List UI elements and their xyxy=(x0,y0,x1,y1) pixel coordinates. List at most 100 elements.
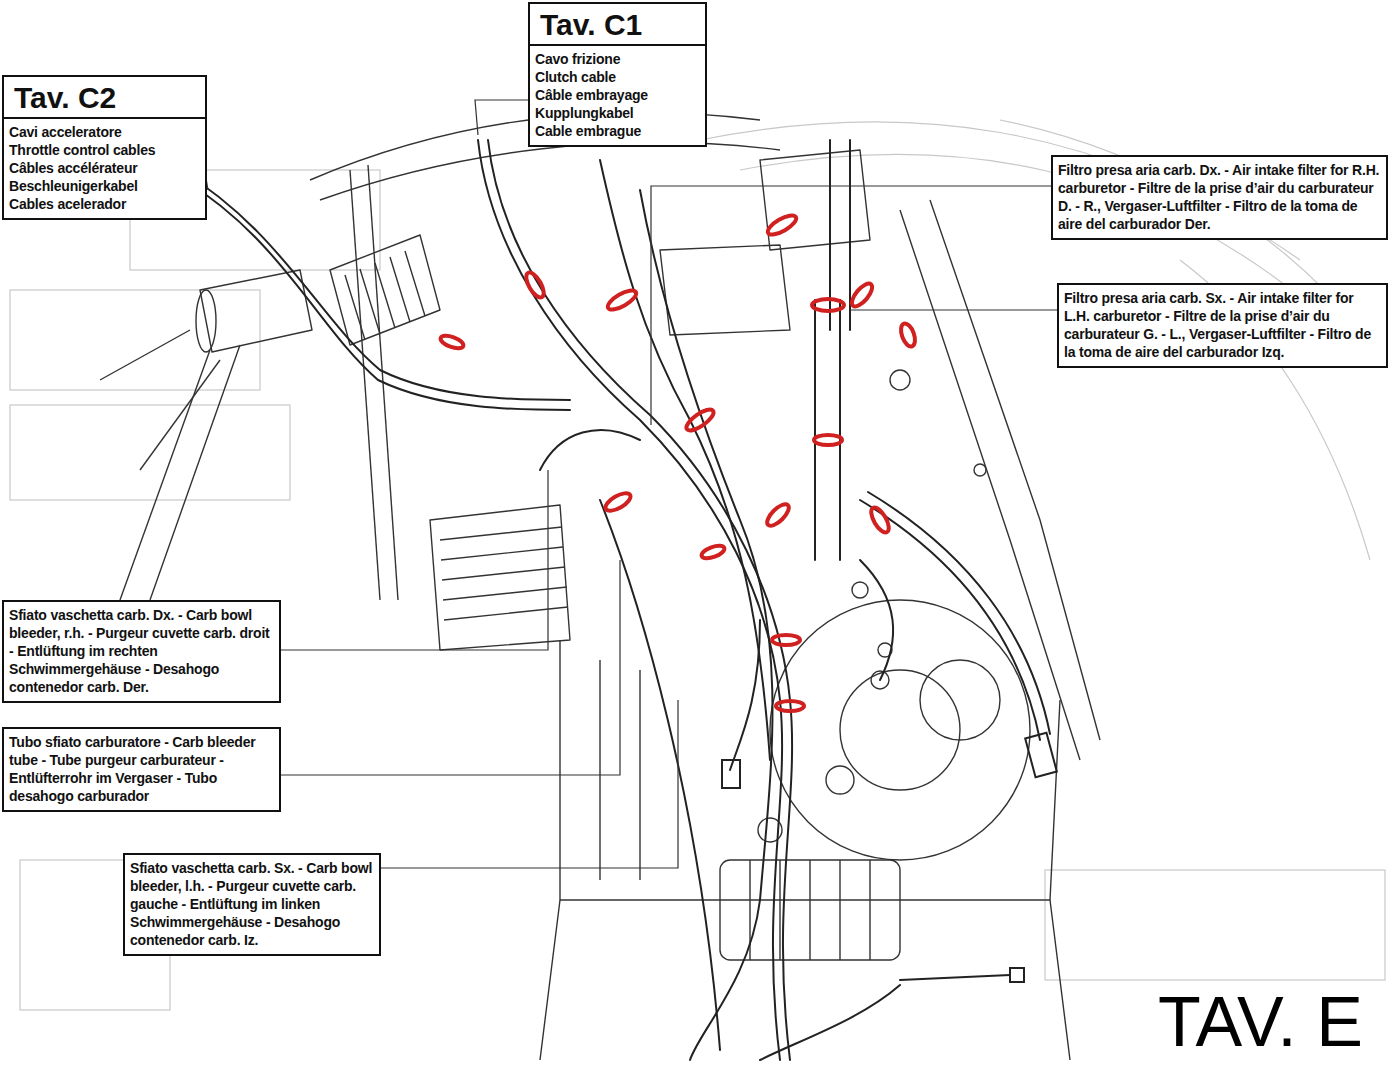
drawing-stroke xyxy=(900,975,1010,980)
drawing-stroke xyxy=(440,527,568,620)
callout-body: Tubo sfiato carburatore - Carb bleeder t… xyxy=(2,727,281,812)
callout-body: Cavo frizioneClutch cableCâble embrayage… xyxy=(528,44,707,147)
drawing-stroke xyxy=(1025,733,1057,777)
callout-text: Sfiato vaschetta carb. Dx. - Carb bowl b… xyxy=(9,606,273,696)
drawing-stroke xyxy=(370,700,678,868)
drawing-stroke xyxy=(852,582,868,598)
drawing-stroke xyxy=(10,405,290,500)
drawing-stroke xyxy=(603,490,633,514)
callout-text: Câbles accélérateur xyxy=(9,159,199,177)
drawing-stroke xyxy=(600,160,770,760)
drawing-stroke xyxy=(140,360,220,470)
drawing-stroke xyxy=(772,635,800,645)
drawing-stroke xyxy=(270,470,548,650)
drawing-stroke xyxy=(812,299,844,311)
drawing-stroke xyxy=(651,186,1060,425)
callout-body: Sfiato vaschetta carb. Sx. - Carb bowl b… xyxy=(123,853,381,956)
drawing-stroke xyxy=(660,245,790,335)
drawing-stroke xyxy=(430,505,570,650)
drawing-stroke xyxy=(898,322,917,349)
drawing-stroke xyxy=(815,300,840,560)
drawing-stroke xyxy=(868,492,1050,734)
callout-text: Beschleunigerkabel xyxy=(9,177,199,195)
drawing-stroke xyxy=(826,766,854,794)
drawing-stroke xyxy=(1010,968,1024,982)
drawing-stroke xyxy=(180,170,570,400)
drawing-stroke xyxy=(683,406,716,434)
drawing-stroke xyxy=(760,985,900,1060)
drawing-stroke xyxy=(722,760,740,788)
drawing-stroke xyxy=(270,560,620,775)
callout-box: Tav. C2Cavi acceleratoreThrottle control… xyxy=(2,75,207,220)
drawing-stroke xyxy=(850,309,1066,310)
drawing-stroke xyxy=(860,560,893,680)
drawing-stroke xyxy=(920,660,1000,740)
callout-text: Filtro presa aria carb. Sx. - Air intake… xyxy=(1064,289,1380,361)
drawing-stroke xyxy=(540,900,1070,1060)
drawing-stroke xyxy=(764,501,792,529)
drawing-stroke xyxy=(605,287,639,313)
drawing-stroke xyxy=(860,500,1040,740)
drawing-stroke xyxy=(1045,870,1385,980)
callout-box: Sfiato vaschetta carb. Dx. - Carb bowl b… xyxy=(2,600,281,703)
sheet-heading: Tav. C1 xyxy=(528,2,707,44)
drawing-stroke xyxy=(320,142,780,200)
sheet-label: TAV. E xyxy=(1158,982,1363,1062)
callout-body: Filtro presa aria carb. Dx. - Air intake… xyxy=(1051,155,1388,240)
callout-body: Cavi acceleratoreThrottle control cables… xyxy=(2,117,207,220)
drawing-stroke xyxy=(848,280,875,309)
drawing-stroke xyxy=(120,350,210,600)
drawing-stroke xyxy=(488,140,792,1060)
drawing-stroke xyxy=(150,345,240,600)
drawing-stroke xyxy=(900,210,1080,760)
drawing-stroke xyxy=(730,620,760,770)
engine-frame xyxy=(100,113,1100,1061)
drawing-stroke xyxy=(523,270,547,300)
drawing-stroke xyxy=(330,235,440,345)
background-frame xyxy=(10,120,1385,1010)
drawing-stroke xyxy=(196,290,216,352)
drawing-stroke xyxy=(974,464,986,476)
callout-text: Filtro presa aria carb. Dx. - Air intake… xyxy=(1058,161,1380,233)
callout-text: Sfiato vaschetta carb. Sx. - Carb bowl b… xyxy=(130,859,373,949)
cable-clips xyxy=(439,212,918,711)
drawing-stroke xyxy=(930,200,1100,740)
callout-text: Throttle control cables xyxy=(9,141,199,159)
leader-lines xyxy=(170,100,1066,868)
callout-body: Sfiato vaschetta carb. Dx. - Carb bowl b… xyxy=(2,600,281,703)
drawing-stroke xyxy=(750,860,870,960)
drawing-stroke xyxy=(540,430,640,470)
drawing-stroke xyxy=(350,170,380,600)
drawing-stroke xyxy=(478,140,782,1060)
callout-text: Cavi acceleratore xyxy=(9,123,199,141)
callout-box: Sfiato vaschetta carb. Sx. - Carb bowl b… xyxy=(123,853,381,956)
drawing-stroke xyxy=(700,543,726,561)
drawing-stroke xyxy=(720,860,900,960)
callout-text: Cables acelerador xyxy=(9,195,199,213)
callout-box: Filtro presa aria carb. Sx. - Air intake… xyxy=(1057,283,1388,368)
drawing-stroke xyxy=(840,670,960,790)
drawing-stroke xyxy=(184,180,570,410)
callout-box: Filtro presa aria carb. Dx. - Air intake… xyxy=(1051,155,1388,240)
drawing-stroke xyxy=(868,505,892,535)
drawing-stroke xyxy=(776,701,804,711)
callout-text: Câble embrayage xyxy=(535,86,699,104)
drawing-stroke xyxy=(770,600,1030,860)
callout-text: Clutch cable xyxy=(535,68,699,86)
drawing-stroke xyxy=(890,370,910,390)
callout-box: Tav. C1Cavo frizioneClutch cableCâble em… xyxy=(528,2,707,147)
drawing-stroke xyxy=(345,251,425,340)
drawing-stroke xyxy=(10,290,260,390)
callout-text: Cable embrague xyxy=(535,122,699,140)
drawing-stroke xyxy=(814,435,842,445)
drawing-stroke xyxy=(439,333,465,351)
drawing-stroke xyxy=(760,150,870,250)
sheet-heading: Tav. C2 xyxy=(2,75,207,117)
callout-text: Kupplungkabel xyxy=(535,104,699,122)
drawing-stroke xyxy=(765,212,799,238)
callout-text: Tubo sfiato carburatore - Carb bleeder t… xyxy=(9,733,273,805)
callout-body: Filtro presa aria carb. Sx. - Air intake… xyxy=(1057,283,1388,368)
callout-text: Cavo frizione xyxy=(535,50,699,68)
callout-box: Tubo sfiato carburatore - Carb bleeder t… xyxy=(2,727,281,812)
